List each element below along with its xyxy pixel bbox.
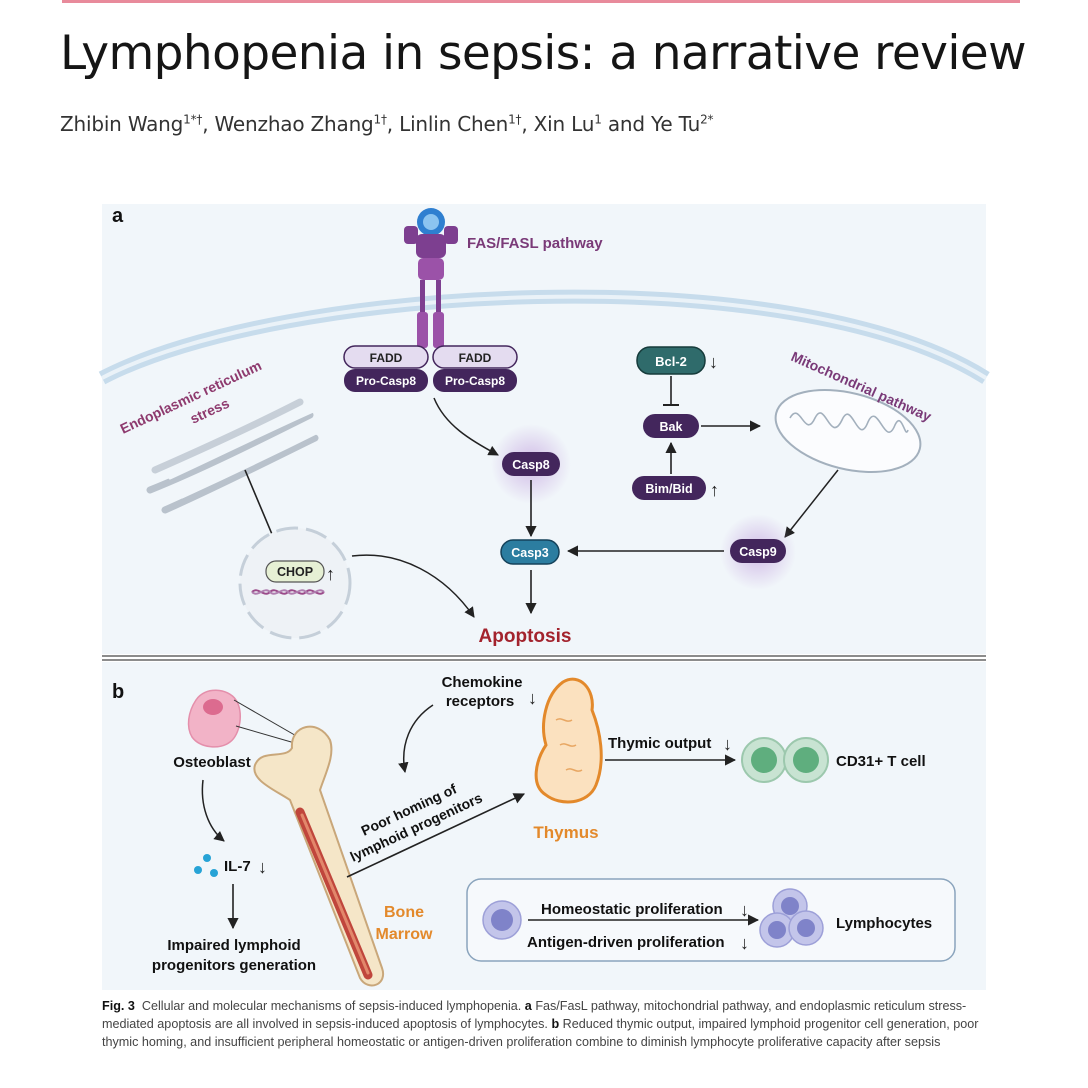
panel-b: b Osteoblast IL-7 ↓ Impaired lymphoid pr… (102, 662, 986, 990)
caption-a-text: Fas/FasL pathway, mitochondrial pathway,… (102, 999, 967, 1031)
author-list: Zhibin Wang1*†, Wenzhao Zhang1†, Linlin … (60, 112, 714, 136)
antigen-label: Antigen-driven proliferation (527, 934, 725, 951)
bone-label-line2: Marrow (376, 926, 433, 943)
fas-pathway-label: FAS/FASL pathway (467, 235, 603, 252)
arrow-osteoblast-il7 (201, 779, 225, 842)
fas-receptor-icon (404, 208, 458, 348)
caption-b-label: b (551, 1017, 560, 1031)
chop-up-arrow: ↑ (326, 564, 335, 584)
author-name: Zhibin Wang (60, 112, 184, 136)
casp9-label: Casp9 (739, 545, 777, 559)
chemokine-label-line2: receptors (446, 693, 514, 710)
antigen-down-arrow: ↓ (740, 933, 749, 953)
author-name: Ye Tu (651, 112, 701, 136)
thymic-output-down-arrow: ↓ (723, 734, 732, 754)
figure-caption: Fig. 3 Cellular and molecular mechanisms… (102, 997, 982, 1051)
casp8-node (502, 452, 560, 476)
thymic-output-label: Thymic output (608, 735, 711, 752)
bimbid-label: Bim/Bid (645, 482, 692, 496)
lymphocytes-label: Lymphocytes (836, 915, 932, 932)
arrow-mito-casp9 (784, 469, 839, 538)
casp3-label: Casp3 (511, 546, 549, 560)
author-name: Wenzhao Zhang (214, 112, 374, 136)
cd31-label: CD31+ T cell (836, 753, 926, 770)
bcl2-node (636, 346, 706, 375)
author-affiliation: 1 (594, 112, 602, 127)
procasp8-label: Pro-Casp8 (356, 374, 416, 388)
bak-node (643, 414, 699, 438)
panel-b-letter: b (112, 681, 124, 703)
author-affiliation: 1† (508, 112, 522, 127)
homeostatic-down-arrow: ↓ (740, 900, 749, 920)
procasp8-box-right (433, 369, 517, 392)
procasp8-label: Pro-Casp8 (445, 374, 505, 388)
endoplasmic-reticulum-icon (146, 398, 324, 514)
bimbid-up-arrow: ↑ (710, 480, 719, 500)
bone-label-line1: Bone (384, 904, 424, 921)
caption-a-label: a (524, 999, 532, 1013)
author-and: and (607, 112, 645, 136)
il7-label: IL-7 (224, 858, 251, 875)
thymus-label: Thymus (533, 823, 598, 842)
bone-marrow-icon (253, 725, 385, 987)
fadd-label: FADD (370, 351, 403, 365)
arrow-chop-apoptosis (351, 554, 475, 618)
fadd-box-left (343, 345, 429, 369)
osteoblast-label: Osteoblast (173, 754, 251, 771)
chop-label: CHOP (277, 565, 313, 579)
author-affiliation: 1† (373, 112, 387, 127)
il7-down-arrow: ↓ (258, 857, 267, 877)
casp9-node (730, 539, 786, 563)
casp8-label: Casp8 (512, 458, 550, 472)
bcl2-label: Bcl-2 (655, 354, 687, 369)
panel-a: a FAS/FASL pathway FADD FADD Pro-Casp8 P… (98, 204, 990, 654)
chemokine-down-arrow: ↓ (528, 688, 537, 708)
author-name: Linlin Chen (399, 112, 509, 136)
author-affiliation: 2* (700, 112, 714, 127)
impaired-label-line2: progenitors generation (152, 957, 316, 974)
il7-molecule-icon (203, 854, 211, 862)
apoptosis-label: Apoptosis (479, 626, 572, 647)
figure-3: a FAS/FASL pathway FADD FADD Pro-Casp8 P… (98, 204, 990, 990)
nucleus-icon (238, 526, 352, 640)
osteoblast-icon (187, 689, 242, 748)
arrow-chemokine (398, 704, 434, 774)
bak-label: Bak (660, 420, 683, 434)
top-accent-bar (62, 0, 1020, 3)
author-affiliation: 1*† (183, 112, 203, 127)
procasp8-box-left (344, 369, 428, 392)
impaired-label-line1: Impaired lymphoid (167, 937, 300, 954)
lymphocyte-cluster-icon (759, 888, 824, 948)
arrow-bone-thymus (346, 793, 526, 878)
bcl2-down-arrow: ↓ (709, 352, 718, 372)
thymus-icon (534, 677, 603, 804)
paper-title: Lymphopenia in sepsis: a narrative revie… (60, 26, 1027, 81)
author-name: Xin Lu (533, 112, 595, 136)
arrow-procasp8-casp8 (433, 397, 499, 456)
casp3-node (500, 539, 560, 565)
caption-b-text: Reduced thymic output, impaired lymphoid… (102, 1017, 979, 1049)
caption-intro: Cellular and molecular mechanisms of sep… (141, 999, 522, 1013)
panel-a-letter: a (112, 205, 124, 227)
fadd-label: FADD (459, 351, 492, 365)
chop-node (265, 560, 325, 583)
homeostatic-label: Homeostatic proliferation (541, 901, 723, 918)
mitochondria-icon (774, 389, 922, 473)
chemokine-label-line1: Chemokine (442, 674, 523, 691)
fadd-box-right (432, 345, 518, 369)
caption-label: Fig. 3 (102, 999, 135, 1013)
bimbid-node (632, 476, 706, 500)
